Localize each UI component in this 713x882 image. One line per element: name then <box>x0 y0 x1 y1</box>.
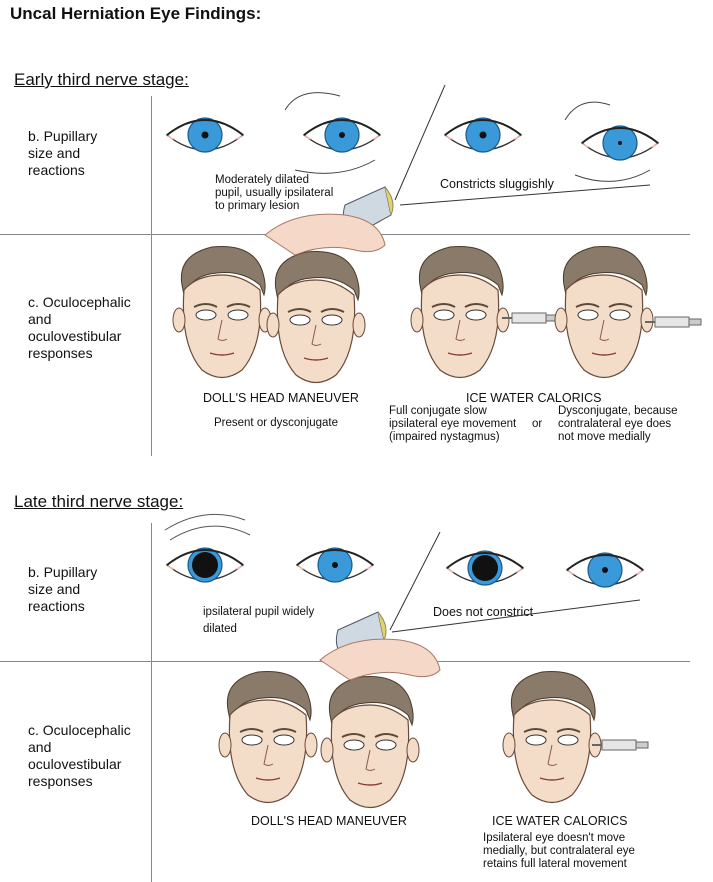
light-beam <box>391 599 641 633</box>
early-dolls-text: Present or dysconjugate <box>214 417 339 429</box>
early-ice-text-right: Dysconjugate, because contralateral eye … <box>558 405 678 443</box>
eye-icon <box>303 117 381 153</box>
early-ice-text-left: Full conjugate slow ipsilateral eye move… <box>389 405 517 443</box>
early-pupil-caption-right: Constricts sluggishly <box>440 177 554 191</box>
eye-icon <box>166 117 244 153</box>
early-pupil-label: b. Pupillary size and reactions <box>28 128 98 178</box>
late-ocular-label: c. Oculocephalic and oculovestibular res… <box>28 722 131 789</box>
late-ice-text: Ipsilateral eye doesn't move medially, b… <box>483 832 635 870</box>
eye-icon <box>581 125 659 161</box>
early-pupil-caption-left: Moderately dilated pupil, usually ipsila… <box>215 174 334 212</box>
eyelid-outline <box>164 513 251 541</box>
syringe-icon <box>501 312 559 324</box>
divider <box>151 96 152 234</box>
divider <box>151 661 152 882</box>
late-dolls-title: DOLL'S HEAD MANEUVER <box>251 814 407 828</box>
brow-outline <box>284 92 376 174</box>
brow-outline <box>564 101 651 182</box>
face-icon <box>554 245 654 379</box>
early-ice-or: or <box>532 418 543 430</box>
eye-icon <box>566 552 644 588</box>
late-ice-title: ICE WATER CALORICS <box>492 814 628 828</box>
early-ice-title: ICE WATER CALORICS <box>466 391 602 405</box>
light-beam <box>389 531 441 631</box>
late-pupil-label: b. Pupillary size and reactions <box>28 564 98 614</box>
early-stage-heading: Early third nerve stage: <box>14 70 189 89</box>
face-icon <box>266 250 366 384</box>
eye-icon <box>444 117 522 153</box>
late-stage-heading: Late third nerve stage: <box>14 492 184 511</box>
light-beam <box>394 84 446 201</box>
late-pupil-caption-right: Does not constrict <box>433 605 534 619</box>
eye-icon <box>166 547 244 583</box>
early-dolls-title: DOLL'S HEAD MANEUVER <box>203 391 359 405</box>
early-ocular-label: c. Oculocephalic and oculovestibular res… <box>28 294 131 361</box>
eye-icon <box>296 547 374 583</box>
divider <box>151 234 152 456</box>
late-pupil-caption-left: ipsilateral pupil widely dilated <box>203 606 315 635</box>
face-icon <box>320 675 420 809</box>
light-beam <box>399 184 651 206</box>
face-icon <box>502 670 602 804</box>
face-icon <box>172 245 272 379</box>
eye-icon <box>446 550 524 586</box>
face-icon <box>410 245 510 379</box>
page-title: Uncal Herniation Eye Findings: <box>10 4 262 23</box>
divider <box>151 523 152 661</box>
face-icon <box>218 670 318 804</box>
